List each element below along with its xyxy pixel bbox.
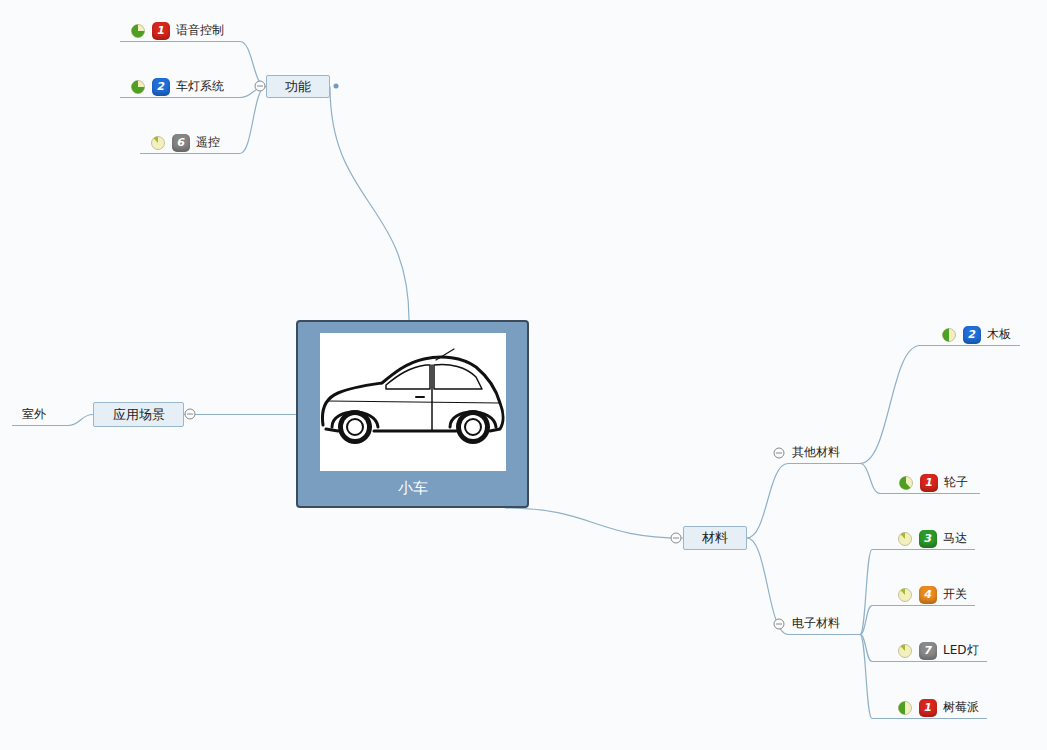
topic-item: 电子材料 — [788, 613, 860, 635]
collapse-toggle — [671, 533, 681, 543]
progress-icon — [130, 79, 146, 95]
priority-number: 1 — [152, 22, 170, 40]
topic-item: 1 语音控制 — [120, 20, 240, 42]
branch-connector — [240, 87, 266, 154]
branch-box: 应用场景 — [93, 402, 184, 427]
topic-label: 车灯系统 — [176, 78, 224, 95]
topic-label: 木板 — [987, 326, 1011, 343]
car-illustration — [320, 333, 506, 471]
branch-connector — [747, 538, 788, 635]
progress-icon — [897, 643, 913, 659]
collapse-toggle — [255, 81, 265, 91]
collapse-toggle — [185, 409, 195, 419]
priority-number: 7 — [919, 642, 937, 660]
branch-connector — [860, 346, 920, 464]
branch-connector — [505, 508, 683, 538]
attach-dot — [334, 84, 339, 89]
topic-item: 3 马达 — [872, 528, 975, 550]
topic-label: 其他材料 — [792, 444, 840, 461]
progress-icon — [898, 475, 914, 491]
branch-connector — [240, 42, 266, 87]
topic-label: 室外 — [22, 406, 46, 423]
topic-item: 4 开关 — [872, 584, 975, 606]
branch-box: 功能 — [266, 75, 330, 98]
priority-number: 1 — [919, 699, 937, 717]
topic-item: 其他材料 — [788, 442, 860, 464]
collapse-toggle — [774, 619, 784, 629]
topic-label: 开关 — [943, 586, 967, 603]
topic-label: 马达 — [943, 530, 967, 547]
topic-item: 1 树莓派 — [872, 697, 987, 719]
collapse-toggle — [774, 448, 784, 458]
branch-box: 材料 — [683, 526, 747, 550]
progress-icon — [897, 700, 913, 716]
branch-label: 材料 — [702, 529, 728, 547]
topic-item: 1 轮子 — [880, 472, 980, 494]
topic-item: 6 遥控 — [140, 132, 240, 154]
progress-icon — [150, 135, 166, 151]
priority-number: 6 — [172, 134, 190, 152]
progress-icon — [130, 23, 146, 39]
topic-label: 电子材料 — [792, 615, 840, 632]
topic-label: 轮子 — [944, 474, 968, 491]
branch-connector — [330, 87, 409, 321]
progress-icon — [897, 531, 913, 547]
topic-item: 7 LED灯 — [872, 640, 987, 662]
central-title: 小车 — [298, 479, 527, 498]
priority-number: 2 — [152, 78, 170, 96]
branch-connector — [860, 635, 872, 719]
branch-connector — [860, 550, 872, 635]
progress-icon — [941, 327, 957, 343]
topic-label: 树莓派 — [943, 699, 979, 716]
topic-item: 室外 — [12, 404, 68, 426]
topic-item: 2 车灯系统 — [120, 76, 240, 98]
topic-label: 语音控制 — [176, 22, 224, 39]
topic-item: 2 木板 — [920, 324, 1020, 346]
branch-connector — [860, 606, 872, 635]
priority-number: 1 — [920, 474, 938, 492]
progress-icon — [897, 587, 913, 603]
topic-label: 遥控 — [196, 134, 220, 151]
priority-number: 3 — [919, 530, 937, 548]
priority-number: 4 — [919, 586, 937, 604]
branch-connector — [860, 464, 880, 494]
branch-connector — [184, 414, 296, 415]
priority-number: 2 — [963, 326, 981, 344]
branch-connector — [68, 415, 93, 426]
branch-label: 应用场景 — [113, 406, 165, 424]
branch-label: 功能 — [285, 78, 311, 96]
topic-label: LED灯 — [943, 642, 979, 659]
branch-connector — [747, 464, 788, 539]
